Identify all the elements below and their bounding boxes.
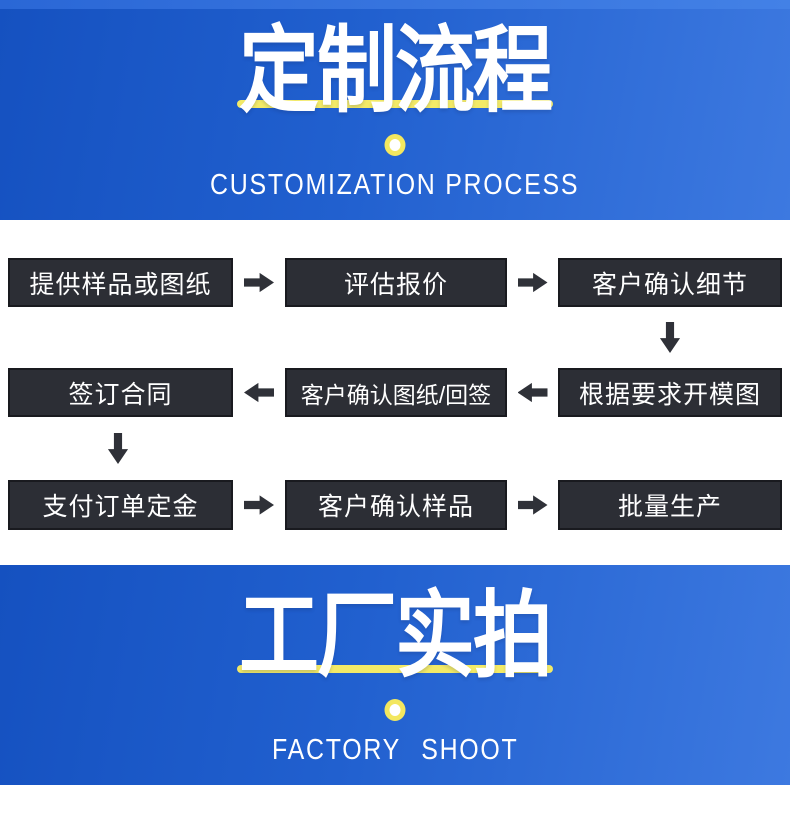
step-evaluate-quote: 评估报价	[285, 258, 507, 307]
step-confirm-sample: 客户确认样品	[285, 480, 507, 530]
step-confirm-details: 客户确认细节	[558, 258, 782, 307]
process-flowchart: 提供样品或图纸 评估报价 客户确认细节 签订合同 客户确认图纸/回签 根据要求开…	[0, 220, 790, 565]
arrow-right-icon	[517, 272, 548, 293]
flow-row-2: 签订合同 客户确认图纸/回签 根据要求开模图	[8, 368, 782, 417]
factory-title: 工厂实拍	[239, 583, 553, 689]
arrow-left-icon	[244, 382, 274, 403]
arrow-down-icon	[659, 322, 681, 353]
step-pay-deposit: 支付订单定金	[8, 480, 233, 530]
arrow-left-icon	[517, 382, 548, 403]
flow-row-3: 支付订单定金 客户确认样品 批量生产	[8, 480, 782, 530]
customization-subtitle-wrap: CUSTOMIZATION PROCESS	[0, 169, 790, 202]
step-provide-sample: 提供样品或图纸	[8, 258, 233, 307]
customization-subtitle: CUSTOMIZATION PROCESS	[210, 169, 580, 201]
title-underline-bar	[237, 665, 553, 673]
connector-gap	[507, 368, 558, 417]
factory-banner: 工厂实拍 FACTORY SHOOT	[0, 565, 790, 785]
arrow-down-icon	[107, 433, 129, 464]
step-sign-contract: 签订合同	[8, 368, 233, 417]
ring-icon	[384, 699, 406, 721]
ring-icon	[384, 134, 406, 156]
customization-banner: 定制流程 CUSTOMIZATION PROCESS	[0, 0, 790, 220]
arrow-right-icon	[244, 272, 274, 293]
connector-gap	[233, 480, 285, 530]
connector-gap	[507, 480, 558, 530]
connector-gap	[233, 368, 285, 417]
arrow-right-icon	[517, 495, 548, 515]
step-mold-drawing: 根据要求开模图	[558, 368, 782, 417]
factory-subtitle-wrap: FACTORY SHOOT	[0, 734, 790, 767]
bottom-white-strip	[0, 785, 790, 816]
step-confirm-drawing: 客户确认图纸/回签	[285, 368, 507, 417]
flow-row-1: 提供样品或图纸 评估报价 客户确认细节	[8, 258, 782, 307]
step-mass-production: 批量生产	[558, 480, 782, 530]
customization-title: 定制流程	[239, 18, 553, 124]
connector-gap	[233, 258, 285, 307]
connector-gap	[507, 258, 558, 307]
title-underline-bar	[237, 100, 553, 108]
factory-subtitle: FACTORY SHOOT	[271, 734, 519, 766]
arrow-right-icon	[244, 495, 274, 515]
